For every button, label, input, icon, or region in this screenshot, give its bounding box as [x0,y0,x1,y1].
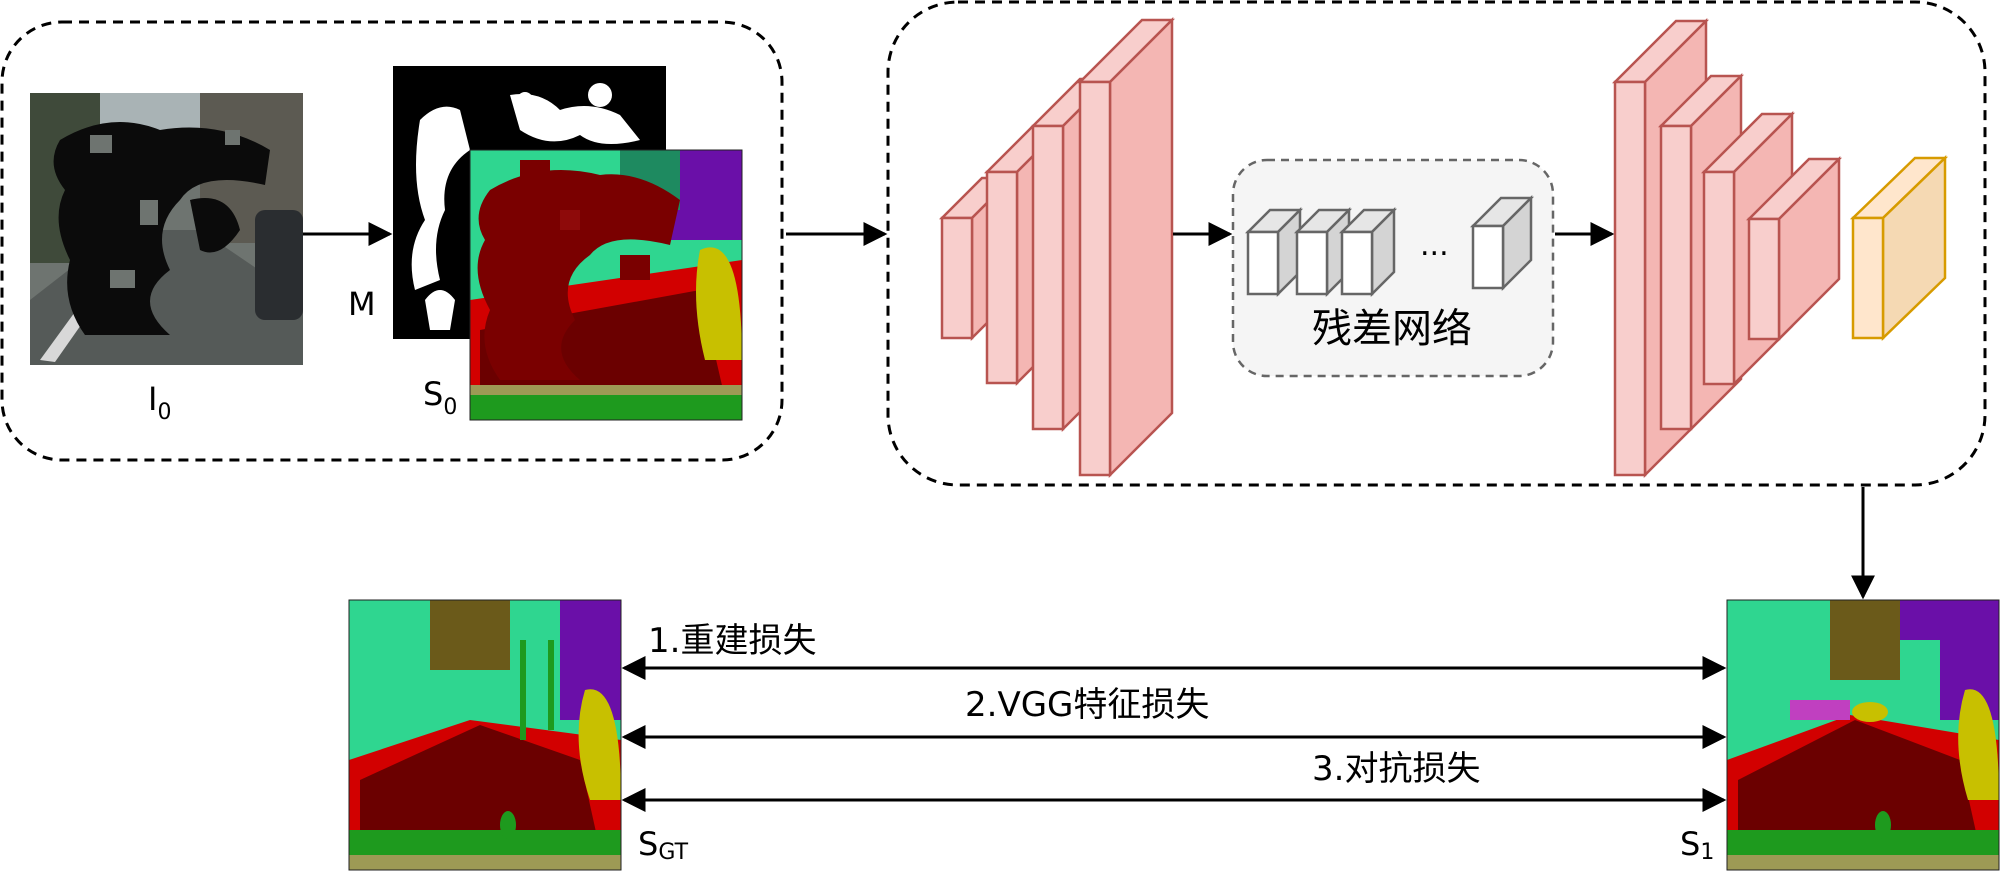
seg-map-ground-truth [349,600,621,870]
encoder-block-4 [1076,16,1176,479]
residual-network-label: 残差网络 [1312,306,1472,352]
label-s0: S0 [423,375,457,420]
loss-label-adversarial: 3.对抗损失 [1312,749,1480,789]
label-s1: S1 [1680,825,1714,865]
seg-map-s1 [1727,600,1999,870]
network-group-box [886,0,1987,487]
output-layer-block [1849,155,1949,341]
residual-block-3 [1338,206,1398,298]
input-group-box [0,20,784,462]
residual-blocks [1244,194,1535,298]
loss-label-vgg: 2.VGG特征损失 [965,685,1209,725]
loss-label-reconstruction: 1.重建损失 [648,621,816,661]
label-i0: I0 [148,380,171,425]
decoder-block-4 [1745,155,1843,343]
encoder-blocks [938,16,1176,479]
label-mask: M [348,285,376,323]
residual-block-1 [1244,206,1304,298]
residual-block-4 [1469,194,1535,292]
label-s-gt: SGT [638,825,689,865]
decoder-blocks [1611,17,1949,479]
seg-map-s0 [470,150,742,420]
input-image-i0 [30,93,303,365]
residual-ellipsis: ... [1420,228,1449,263]
